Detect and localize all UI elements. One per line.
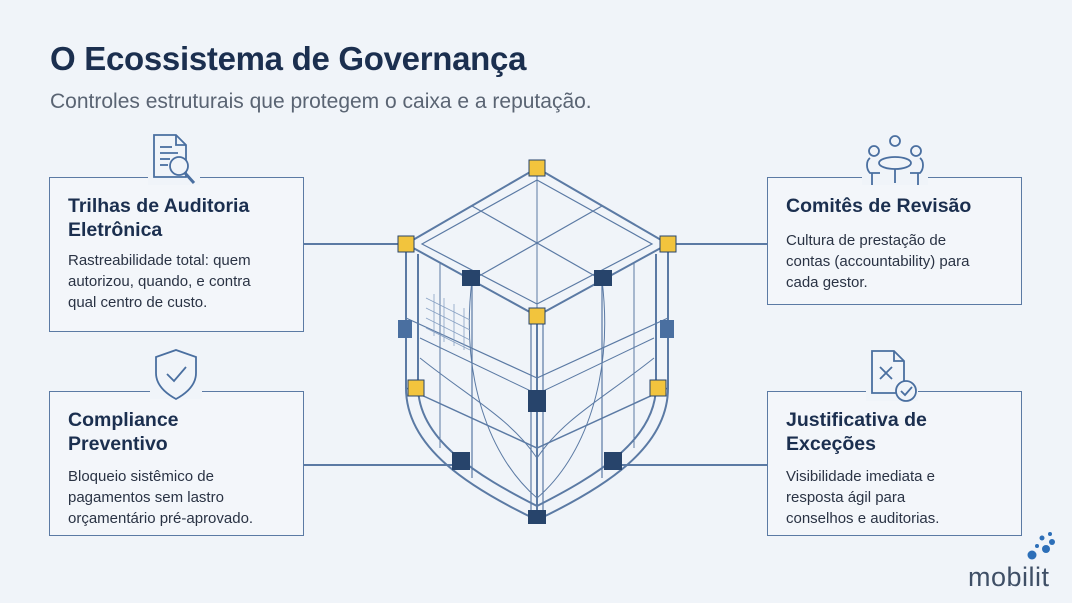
connector-line	[672, 243, 768, 245]
connector-line	[303, 243, 403, 245]
card-body: Bloqueio sistêmico de pagamentos sem las…	[68, 468, 254, 527]
connector-line	[620, 464, 768, 466]
card-title: Justificativa de Exceções	[786, 409, 927, 455]
card-exception-justification: Justificativa de Exceções Visibilidade i…	[767, 391, 1022, 536]
card-body: Rastreabilidade total: quem autorizou, q…	[68, 252, 251, 311]
page-title: O Ecossistema de Governança	[50, 40, 527, 77]
card-body: Visibilidade imediata e resposta ágil pa…	[786, 468, 940, 527]
card-title: Comitês de Revisão	[786, 195, 972, 217]
card-review-committees: Comitês de Revisão Cultura de prestação …	[767, 177, 1022, 305]
logo-dots-icon	[1027, 532, 1055, 560]
page-subtitle: Controles estruturais que protegem o cai…	[50, 90, 592, 113]
document-exception-icon	[866, 349, 918, 402]
connector-line	[303, 464, 453, 466]
card-audit-trails: Trilhas de Auditoria Eletrônica Rastreab…	[49, 177, 304, 332]
document-search-icon	[148, 133, 200, 185]
brand-logo: mobilit	[968, 562, 1050, 592]
meeting-table-icon	[862, 133, 928, 185]
shield-check-icon	[150, 347, 202, 401]
card-title: Compliance Preventivo	[68, 409, 179, 455]
card-preventive-compliance: Compliance Preventivo Bloqueio sistêmico…	[49, 391, 304, 536]
card-title: Trilhas de Auditoria Eletrônica	[68, 195, 250, 241]
card-body: Cultura de prestação de contas (accounta…	[786, 232, 970, 291]
cube-shield-icon	[397, 159, 677, 524]
